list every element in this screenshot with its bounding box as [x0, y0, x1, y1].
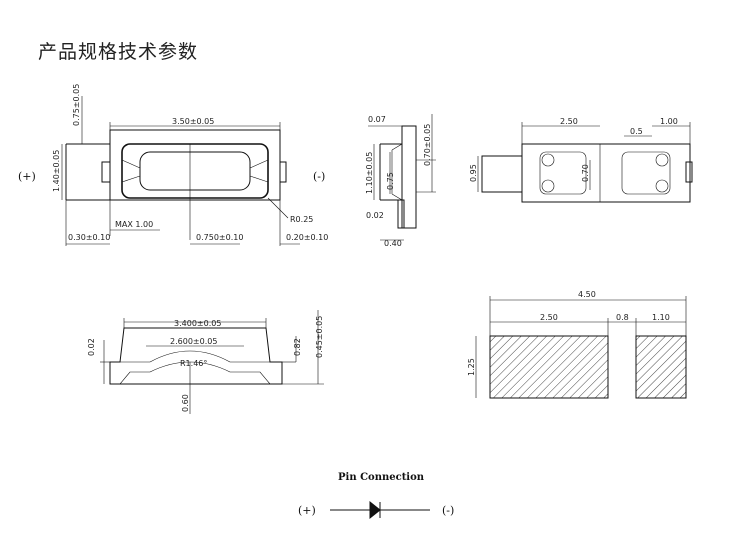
side-view-base-dim: 0.40: [384, 239, 402, 248]
side-view-inner1-dim: 1.10±0.05: [365, 152, 374, 194]
front-view-bot-dim: 0.60: [181, 394, 190, 412]
bottom-view-right-notch: [685, 161, 693, 183]
pin-connection-label: Pin Connection: [338, 472, 425, 483]
footprint-c-dim: 1.10: [652, 313, 670, 322]
front-view-right2-dim: 0.45±0.05: [315, 316, 324, 358]
footprint-pad-large: [489, 335, 609, 399]
top-view-left-lead: [65, 143, 110, 201]
side-view-foot: [397, 199, 405, 229]
top-view-plus-label: (+): [18, 170, 36, 183]
side-view-top-dim: 0.07: [368, 115, 386, 124]
footprint-total-dim: 4.50: [578, 290, 596, 299]
front-view-right1-dim: 0.82: [293, 338, 302, 356]
front-view: 3.400±0.05 2.600±0.05 R1.46° 0.02 0.82 0…: [87, 310, 324, 414]
bottom-view-c-dim: 1.00: [660, 117, 678, 126]
footprint-pad-small: [635, 335, 687, 399]
pin-connection-plus: (+): [298, 504, 316, 517]
top-view-inner-frame: [121, 143, 269, 199]
bottom-view-h-dim: 0.95: [469, 164, 478, 182]
side-view-height-dim: 0.70±0.05: [423, 124, 432, 166]
page-title: 产品规格技术参数: [38, 41, 199, 63]
top-view-top-offset-dim: 0.75±0.05: [72, 84, 81, 126]
bottom-view-body: [521, 143, 691, 203]
top-view-length-dim: 3.50±0.05: [172, 117, 214, 126]
front-view-top-dim: 3.400±0.05: [174, 319, 221, 328]
footprint: 4.50 2.50 0.8 1.10 1.25: [467, 290, 687, 399]
footprint-b-dim: 0.8: [616, 313, 629, 322]
bottom-view-a-dim: 2.50: [560, 117, 578, 126]
pin-connection-minus: (-): [442, 504, 454, 517]
bottom-view-left-lead: [481, 155, 523, 193]
top-view-left-notch: [101, 161, 111, 183]
bottom-view: 2.50 0.5 1.00 0.95 0.70: [469, 117, 693, 203]
side-view-inner2-dim: 0.75: [386, 172, 395, 190]
footprint-h-dim: 1.25: [467, 358, 476, 376]
front-view-arc: [120, 350, 270, 363]
side-view-body: [379, 143, 402, 201]
top-view-right-notch: [279, 161, 287, 183]
diode-symbol: [369, 500, 381, 520]
top-view-right-dim: 0.20±0.10: [286, 233, 328, 242]
footprint-a-dim: 2.50: [540, 313, 558, 322]
front-view-left-dim: 0.02: [87, 338, 96, 356]
top-view-radius-dim: R0.25: [290, 215, 313, 224]
top-view-pad-dim: 0.750±0.10: [196, 233, 243, 242]
top-view-max-dim: MAX 1.00: [115, 220, 153, 229]
bottom-view-inner-dim: 0.70: [581, 164, 590, 182]
pin-connection: Pin Connection (+) (-): [298, 472, 454, 520]
side-view-cap: [401, 125, 417, 229]
bottom-view-b-dim: 0.5: [630, 127, 643, 136]
top-view-minus-label: (-): [313, 170, 325, 183]
top-view-corner-dim: 0.30±0.10: [68, 233, 110, 242]
top-view-width-dim: 1.40±0.05: [52, 150, 61, 192]
front-view-mid-dim: 2.600±0.05: [170, 337, 217, 346]
top-view: (+) (-) 3.50±0.05 1.40±0.05 0.75±0.05 MA…: [18, 84, 328, 246]
side-view: 0.70±0.05 0.07 1.10±0.05 0.75 0.02 0.40: [365, 114, 436, 248]
side-view-bot-dim: 0.02: [366, 211, 384, 220]
top-view-window: [139, 151, 251, 191]
front-view-radius-dim: R1.46°: [180, 359, 207, 368]
